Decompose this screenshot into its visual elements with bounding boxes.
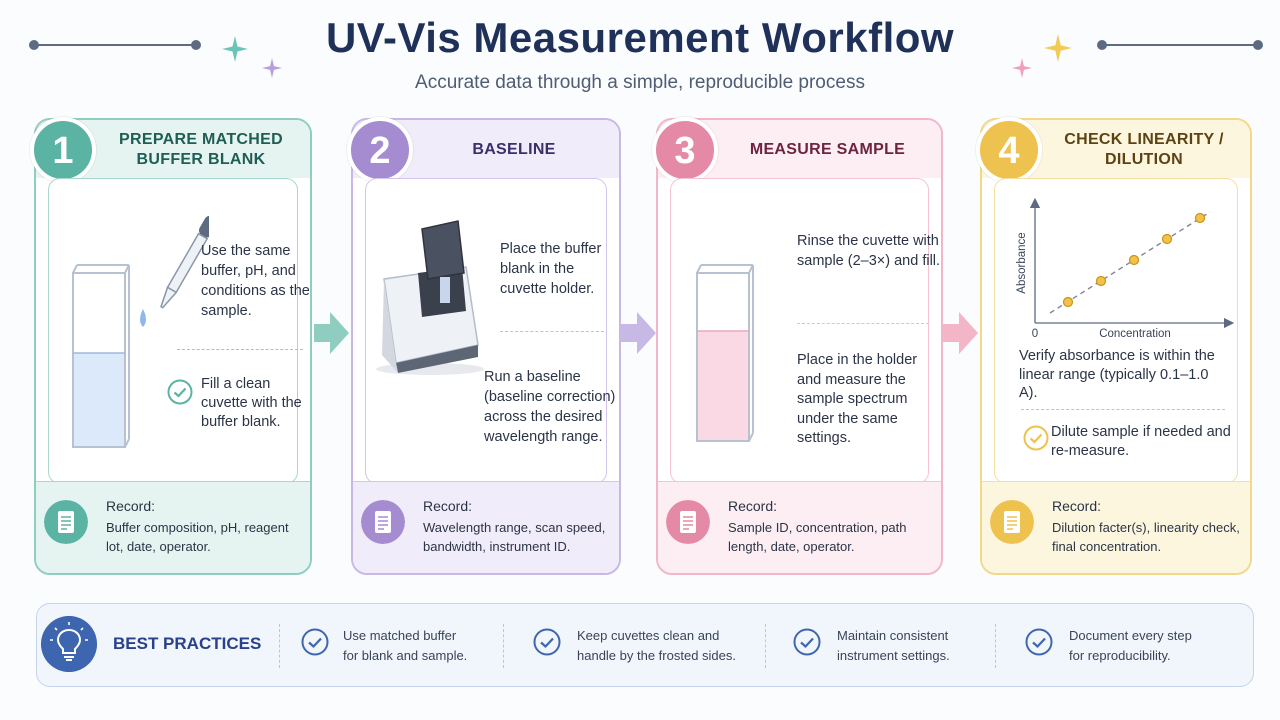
best-practice-text: Use matched buffer for blank and sample.: [343, 628, 468, 663]
cuvette-sample-icon: [696, 264, 754, 442]
step-2-card: 2 BASELINE Place the buffer blank in the…: [347, 117, 621, 575]
chart-point-5: [1194, 212, 1206, 224]
linearity-mini-chart: Absorbance Concentration 0: [1016, 197, 1235, 340]
notepad-icon: [361, 500, 405, 544]
spectrophotometer-icon: [376, 220, 484, 375]
step-3-text-a: Rinse the cuvette with sample (2–3×) and…: [797, 233, 941, 269]
step-1-card: 1 PREPARE MATCHED BUFFER BLANK Use the s…: [30, 117, 312, 575]
step-3-record-label: Record:: [728, 498, 778, 514]
check-circle-icon: [1023, 425, 1049, 451]
header-line-right: [1097, 40, 1263, 50]
best-practices-separator: [765, 624, 766, 668]
step-2-content: Place the buffer blank in the cuvette ho…: [365, 178, 615, 484]
step-3-divider: [797, 323, 929, 324]
page-title: UV-Vis Measurement Workflow: [325, 14, 955, 61]
chart-xlabel: Concentration: [1099, 328, 1171, 340]
step-3-text-b: Place in the holder and measure the samp…: [797, 352, 918, 446]
best-practices-separator: [279, 624, 280, 668]
step-4-text-a: Verify absorbance is within the linear r…: [1019, 348, 1215, 401]
page-subtitle: Accurate data through a simple, reproduc…: [415, 72, 865, 93]
sparkle-icon: [1012, 58, 1032, 78]
step-4-number-badge: 4: [976, 117, 1042, 183]
header-line-left: [29, 40, 201, 50]
step-3-number-badge: 3: [652, 117, 718, 183]
step-1-number-badge: 1: [30, 117, 96, 183]
header: UV-Vis Measurement Workflow Accurate dat…: [0, 0, 1280, 110]
step-3-record: Record: Sample ID, concentration, path l…: [658, 481, 941, 573]
step-3-card: 3 MEASURE SAMPLE Rinse the cuvette with …: [652, 117, 943, 575]
step-4-title: CHECK LINEARITY / DILUTION: [1064, 131, 1224, 168]
notepad-icon: [666, 500, 710, 544]
step-2-text-b: Run a baseline (baseline correction) acr…: [484, 369, 616, 445]
step-1-text-b: Fill a clean cuvette with the buffer bla…: [201, 376, 302, 430]
chart-point-4: [1161, 233, 1173, 245]
step-3-title: MEASURE SAMPLE: [749, 141, 906, 158]
chart-point-3: [1128, 254, 1140, 266]
best-practice-text: Maintain consistent instrument settings.: [837, 628, 950, 663]
best-practices-separator: [503, 624, 504, 668]
step-1-text-a: Use the same buffer, pH, and conditions …: [201, 243, 310, 319]
step-4-card: 4 CHECK LINEARITY / DILUTION Absorbance …: [976, 117, 1252, 575]
step-4-text-b: Dilute sample if needed and re-measure.: [1051, 424, 1231, 459]
arrow-right-icon: [621, 312, 656, 354]
check-circle-icon: [793, 628, 821, 656]
step-2-record: Record: Wavelength range, scan speed, ba…: [353, 481, 619, 573]
step-1-divider: [177, 349, 303, 350]
lightbulb-icon: [41, 616, 97, 672]
step-1-content: Use the same buffer, pH, and conditions …: [48, 178, 310, 484]
step-1-record: Record: Buffer composition, pH, reagent …: [36, 481, 310, 573]
best-practice-text: Document every step for reproducibility.: [1069, 628, 1192, 663]
step-3-content: Rinse the cuvette with sample (2–3×) and…: [670, 178, 940, 484]
arrow-right-icon: [314, 312, 349, 354]
check-circle-icon: [167, 379, 193, 405]
step-4-content: Absorbance Concentration 0 Verify absorb…: [994, 178, 1238, 484]
chart-ylabel: Absorbance: [1016, 232, 1028, 293]
arrow-right-icon: [943, 312, 978, 354]
best-practices-label: BEST PRACTICES: [113, 634, 262, 653]
step-2-record-label: Record:: [423, 498, 473, 514]
step-3-record-text: Sample ID, concentration, path length, d…: [728, 520, 907, 554]
notepad-icon: [990, 500, 1034, 544]
step-1-record-label: Record:: [106, 498, 156, 514]
step-2-text-a: Place the buffer blank in the cuvette ho…: [500, 241, 602, 297]
best-practices-panel: BEST PRACTICES Use matched buffer for bl…: [36, 603, 1254, 687]
step-1-record-text: Buffer composition, pH, reagent lot, dat…: [106, 520, 289, 554]
step-2-record-text: Wavelength range, scan speed, bandwidth,…: [423, 520, 606, 554]
step-1-title: PREPARE MATCHED BUFFER BLANK: [119, 131, 283, 168]
step-4-record: Record: Dilution facter(s), linearity ch…: [982, 481, 1250, 573]
chart-point-2: [1095, 275, 1107, 287]
cuvette-with-dropper-icon: [72, 215, 209, 448]
chart-point-1: [1062, 296, 1074, 308]
check-circle-icon: [533, 628, 561, 656]
best-practice-text: Keep cuvettes clean and handle by the fr…: [577, 628, 736, 663]
sparkle-icon: [222, 36, 248, 62]
step-2-number-badge: 2: [347, 117, 413, 183]
step-2-divider: [500, 331, 604, 332]
step-4-divider: [1021, 409, 1225, 410]
sparkle-icon: [262, 58, 282, 78]
sparkle-icon: [1044, 34, 1072, 62]
check-circle-icon: [1025, 628, 1053, 656]
step-2-title: BASELINE: [472, 141, 556, 158]
check-circle-icon: [301, 628, 329, 656]
step-4-record-label: Record:: [1052, 498, 1102, 514]
chart-origin-label: 0: [1032, 328, 1038, 340]
best-practices-separator: [995, 624, 996, 668]
step-4-record-text: Dilution facter(s), linearity check, fin…: [1052, 520, 1240, 554]
notepad-icon: [44, 500, 88, 544]
